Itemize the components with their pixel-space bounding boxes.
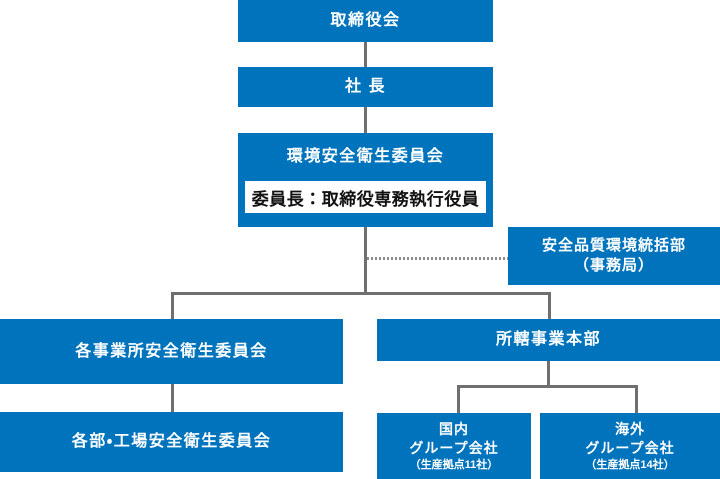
connector-committee-down [364,227,367,295]
org-node-dept-factory-committee: 各部・工場安全衛生委員会 [0,412,343,472]
committee-chair-label: 委員長：取締役専務執行役員 [251,189,480,209]
org-node-committee: 環境安全衛生委員会 委員長：取締役専務執行役員 [238,133,493,227]
secretariat-line1: 安全品質環境統括部 [541,237,686,254]
connector-board-president [364,42,367,67]
connector-drop-site-committee [171,292,174,319]
org-node-board: 取締役会 [238,0,493,42]
overseas-group-line1: 海外 [615,420,645,437]
connector-site-dept [171,384,174,412]
org-node-overseas-group: 海外 グループ会社 （生産拠点14社） [540,413,720,479]
org-node-division-hq: 所轄事業本部 [377,319,720,361]
connector-drop-overseas [635,385,638,413]
org-node-committee-title: 環境安全衛生委員会 [286,148,445,165]
connector-drop-domestic [457,385,460,413]
org-node-site-committee: 各事業所安全衛生委員会 [0,319,343,384]
division-hq-label: 所轄事業本部 [495,331,601,348]
connector-branch-horizontal [171,292,551,295]
org-node-board-label: 取締役会 [330,12,401,29]
org-node-president-label: 社 長 [345,78,386,95]
connector-president-committee [364,107,367,133]
domestic-group-line3: （生産拠点11社） [409,458,499,471]
connector-dotted-secretariat [367,257,508,260]
org-node-domestic-group: 国内 グループ会社 （生産拠点11社） [377,413,531,479]
committee-chair-box: 委員長：取締役専務執行役員 [245,181,486,213]
connector-drop-division-hq [548,292,551,319]
site-committee-label: 各事業所安全衛生委員会 [75,342,268,360]
connector-group-horizontal [457,385,638,388]
overseas-group-line2: グループ会社 [585,439,675,456]
connector-hq-down [547,361,550,388]
secretariat-line2: （事務局） [573,257,654,274]
dept-factory-committee-label: 各部・工場安全衛生委員会 [71,433,272,450]
domestic-group-line2: グループ会社 [409,439,499,456]
overseas-group-line3: （生産拠点14社） [585,458,675,471]
org-node-president: 社 長 [238,67,493,107]
domestic-group-line1: 国内 [439,420,469,437]
org-node-secretariat: 安全品質環境統括部 （事務局） [508,227,720,285]
